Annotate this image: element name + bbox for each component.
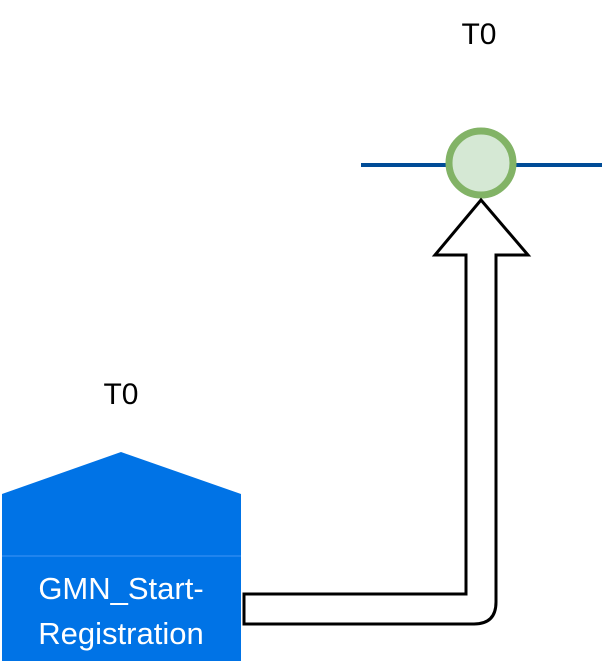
block-label: T0	[103, 378, 138, 411]
block-label-line2: Registration	[38, 616, 203, 651]
top-label: T0	[461, 18, 496, 51]
block-label-line1: GMN_Start-	[38, 571, 203, 606]
status-node[interactable]	[445, 127, 517, 199]
connector-arrow[interactable]	[242, 197, 532, 626]
